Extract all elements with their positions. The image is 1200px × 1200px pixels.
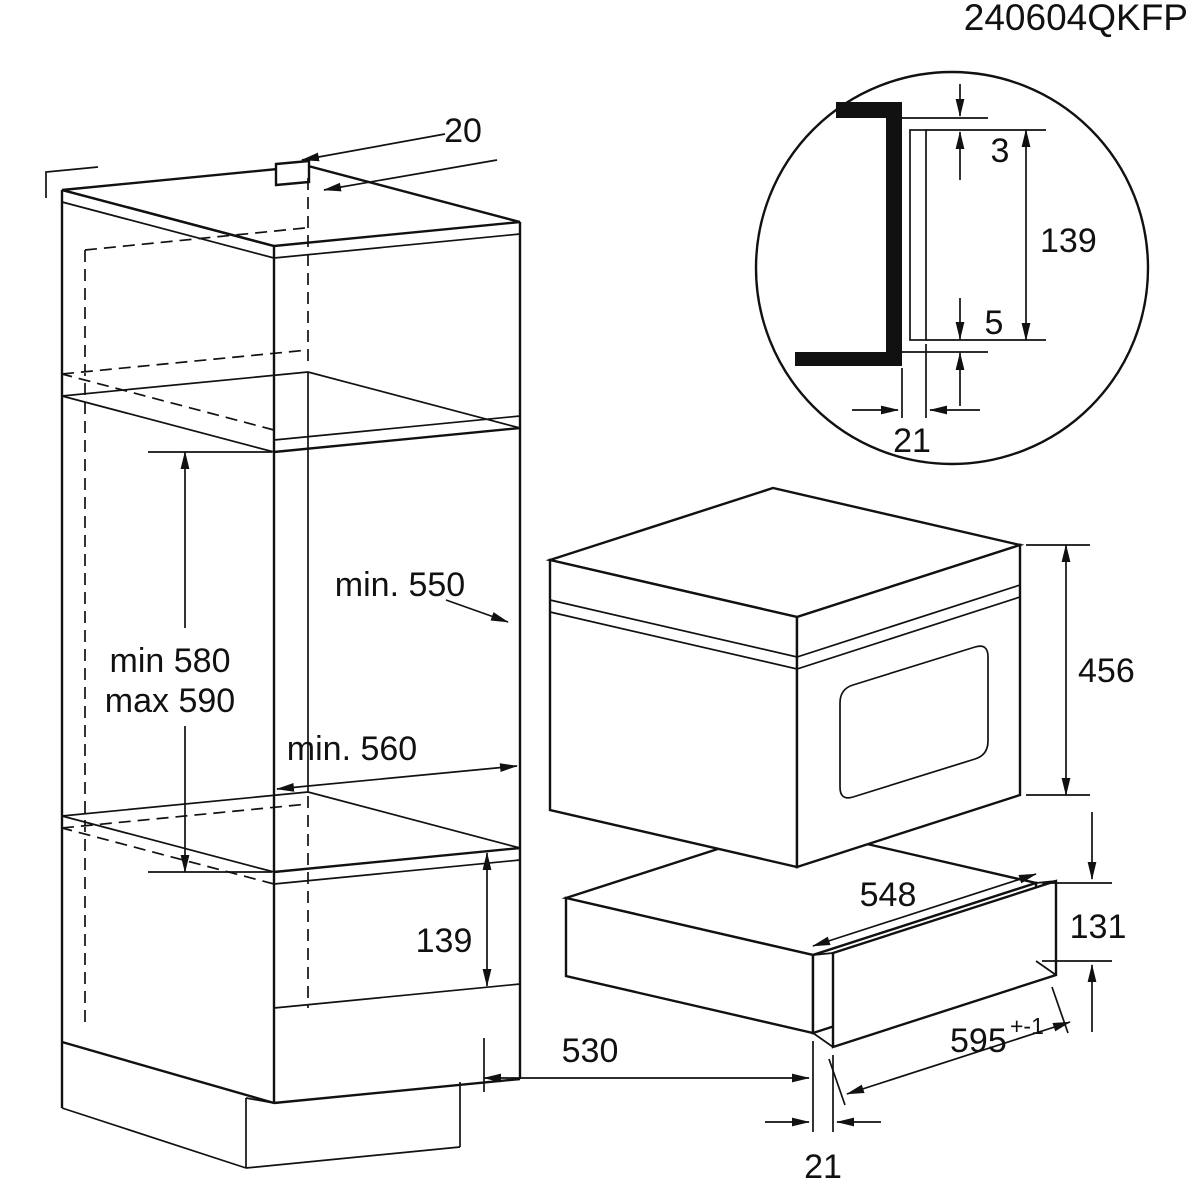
dim-niche-width-label: min. 560 [287,730,417,768]
dim-top-gap: 20 [301,112,498,192]
dim-drawer-height: 131 [1042,812,1126,1032]
dim-cabinet-depth: 530 [483,1032,810,1092]
dim-niche-width: min. 560 [276,730,518,792]
dim-detail-gap-bottom-label: 5 [985,304,1004,342]
top-panel-edge [61,201,521,259]
dim-detail-gap-bottom: 5 [902,298,1003,406]
oven-control-band [549,584,1021,670]
dim-lower-panel-height: 139 [416,852,492,987]
dim-oven-height: 456 [1026,544,1135,796]
dim-drawer-width-tolerance: +-1 [1010,1013,1044,1039]
dim-drawer-width: 595 +-1 [828,986,1071,1106]
lower-panel-edge [273,983,521,1009]
dim-niche-depth-label: min. 550 [335,566,465,604]
oven-front-face [795,543,1022,869]
oven-door-window [839,645,989,799]
niche-opening [273,426,521,874]
dim-detail-panel-offset-label: 21 [893,422,931,460]
top-left-trim [45,166,99,198]
dim-drawer-height-label: 131 [1070,908,1127,946]
dim-detail-panel-height-label: 139 [1040,222,1097,260]
detail-bottom-panel [795,352,902,366]
tall-cabinet [45,159,522,1169]
dim-niche-depth: min. 550 [335,566,509,623]
dim-niche-height-max-label: max 590 [105,682,235,720]
dim-drawer-panel-offset-label: 21 [804,1148,842,1186]
dim-niche-height: min 580 max 590 [105,451,272,873]
dim-detail-gap-top: 3 [902,84,1046,180]
dim-top-gap-label: 20 [444,112,482,150]
top-spacer-block [274,159,311,187]
dim-oven-height-label: 456 [1078,652,1135,690]
dim-drawer-panel-offset: 21 [765,1041,881,1186]
dim-lower-panel-height-label: 139 [416,922,473,960]
niche-interior [61,371,521,873]
niche-panel-edges [273,415,521,885]
cabinet-front-face [272,222,522,1105]
detail-circle [754,70,1150,466]
hidden-edges [61,178,309,1025]
dimension-annotations: 20 min 580 max 590 min. 550 min. 560 139… [105,84,1135,1186]
detail-circle-outline [754,70,1150,466]
drawer-panel-connectors [812,880,1057,1048]
dim-niche-height-min-label: min 580 [110,642,231,680]
cabinet-left-face [60,188,275,1108]
dim-detail-panel-offset: 21 [852,344,980,460]
drawing-code: 240604QKFP [964,0,1188,38]
dim-detail-gap-top-label: 3 [991,132,1010,170]
cabinet-plinth [61,1082,461,1169]
dim-drawer-width-label: 595 [950,1022,1007,1060]
detail-door-panel [909,129,927,341]
dim-drawer-body-depth-label: 548 [860,876,917,914]
compact-oven [545,486,1025,869]
detail-carcass-front [886,102,902,356]
dim-detail-panel-height: 139 [926,129,1097,341]
dim-cabinet-depth-label: 530 [562,1032,619,1070]
dim-drawer-body-depth: 548 [812,873,1037,947]
detail-top-panel [836,102,902,118]
